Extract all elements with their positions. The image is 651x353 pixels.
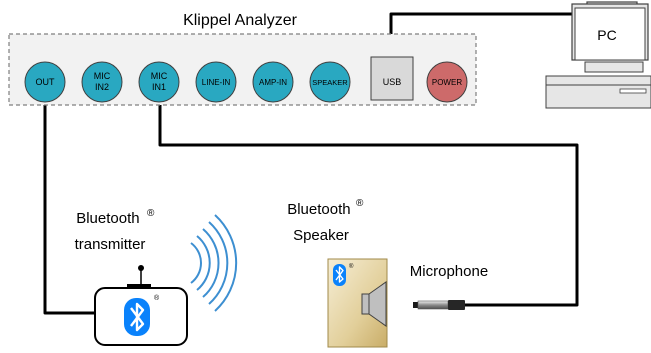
- svg-text:®: ®: [356, 198, 364, 209]
- analyzer-title: Klippel Analyzer: [183, 12, 298, 29]
- cable-out-to-transmitter: [43, 98, 95, 315]
- svg-text:®: ®: [154, 294, 160, 302]
- port-speaker[interactable]: SPEAKER: [309, 61, 351, 103]
- svg-text:POWER: POWER: [432, 78, 462, 87]
- bluetooth-icon: [124, 298, 150, 336]
- transmitter-label: Bluetooth transmitter ®: [75, 208, 155, 253]
- svg-text:®: ®: [349, 263, 354, 270]
- svg-text:AMP-IN: AMP-IN: [259, 78, 287, 87]
- loudspeaker-icon: [361, 281, 387, 327]
- svg-text:OUT: OUT: [36, 77, 56, 87]
- port-out[interactable]: OUT: [24, 61, 66, 103]
- port-line-in[interactable]: LINE-IN: [195, 61, 237, 103]
- computer-icon: PC: [545, 1, 651, 109]
- port-usb[interactable]: USB: [370, 56, 414, 101]
- pc-label: PC: [597, 27, 616, 43]
- svg-text:SPEAKER: SPEAKER: [312, 78, 348, 87]
- bluetooth-speaker: ®: [327, 258, 388, 348]
- bluetooth-transmitter: ®: [94, 265, 188, 346]
- microphone-label: Microphone: [410, 263, 488, 280]
- port-power[interactable]: POWER: [426, 61, 468, 103]
- svg-text:USB: USB: [383, 77, 402, 87]
- port-amp-in[interactable]: AMP-IN: [252, 61, 294, 103]
- microphone-icon: [413, 300, 465, 310]
- svg-text:Bluetooth transmitter: Bluetooth transmitter: [75, 210, 146, 253]
- bluetooth-icon: [333, 264, 346, 286]
- svg-text:®: ®: [147, 208, 155, 219]
- wireless-waves-icon: [190, 214, 238, 312]
- speaker-label: Bluetooth Speaker ®: [287, 198, 364, 244]
- svg-text:Bluetooth Speaker: Bluetooth Speaker: [287, 201, 355, 244]
- cable-mic-in1-to-microphone: [158, 98, 579, 307]
- svg-text:LINE-IN: LINE-IN: [202, 78, 231, 87]
